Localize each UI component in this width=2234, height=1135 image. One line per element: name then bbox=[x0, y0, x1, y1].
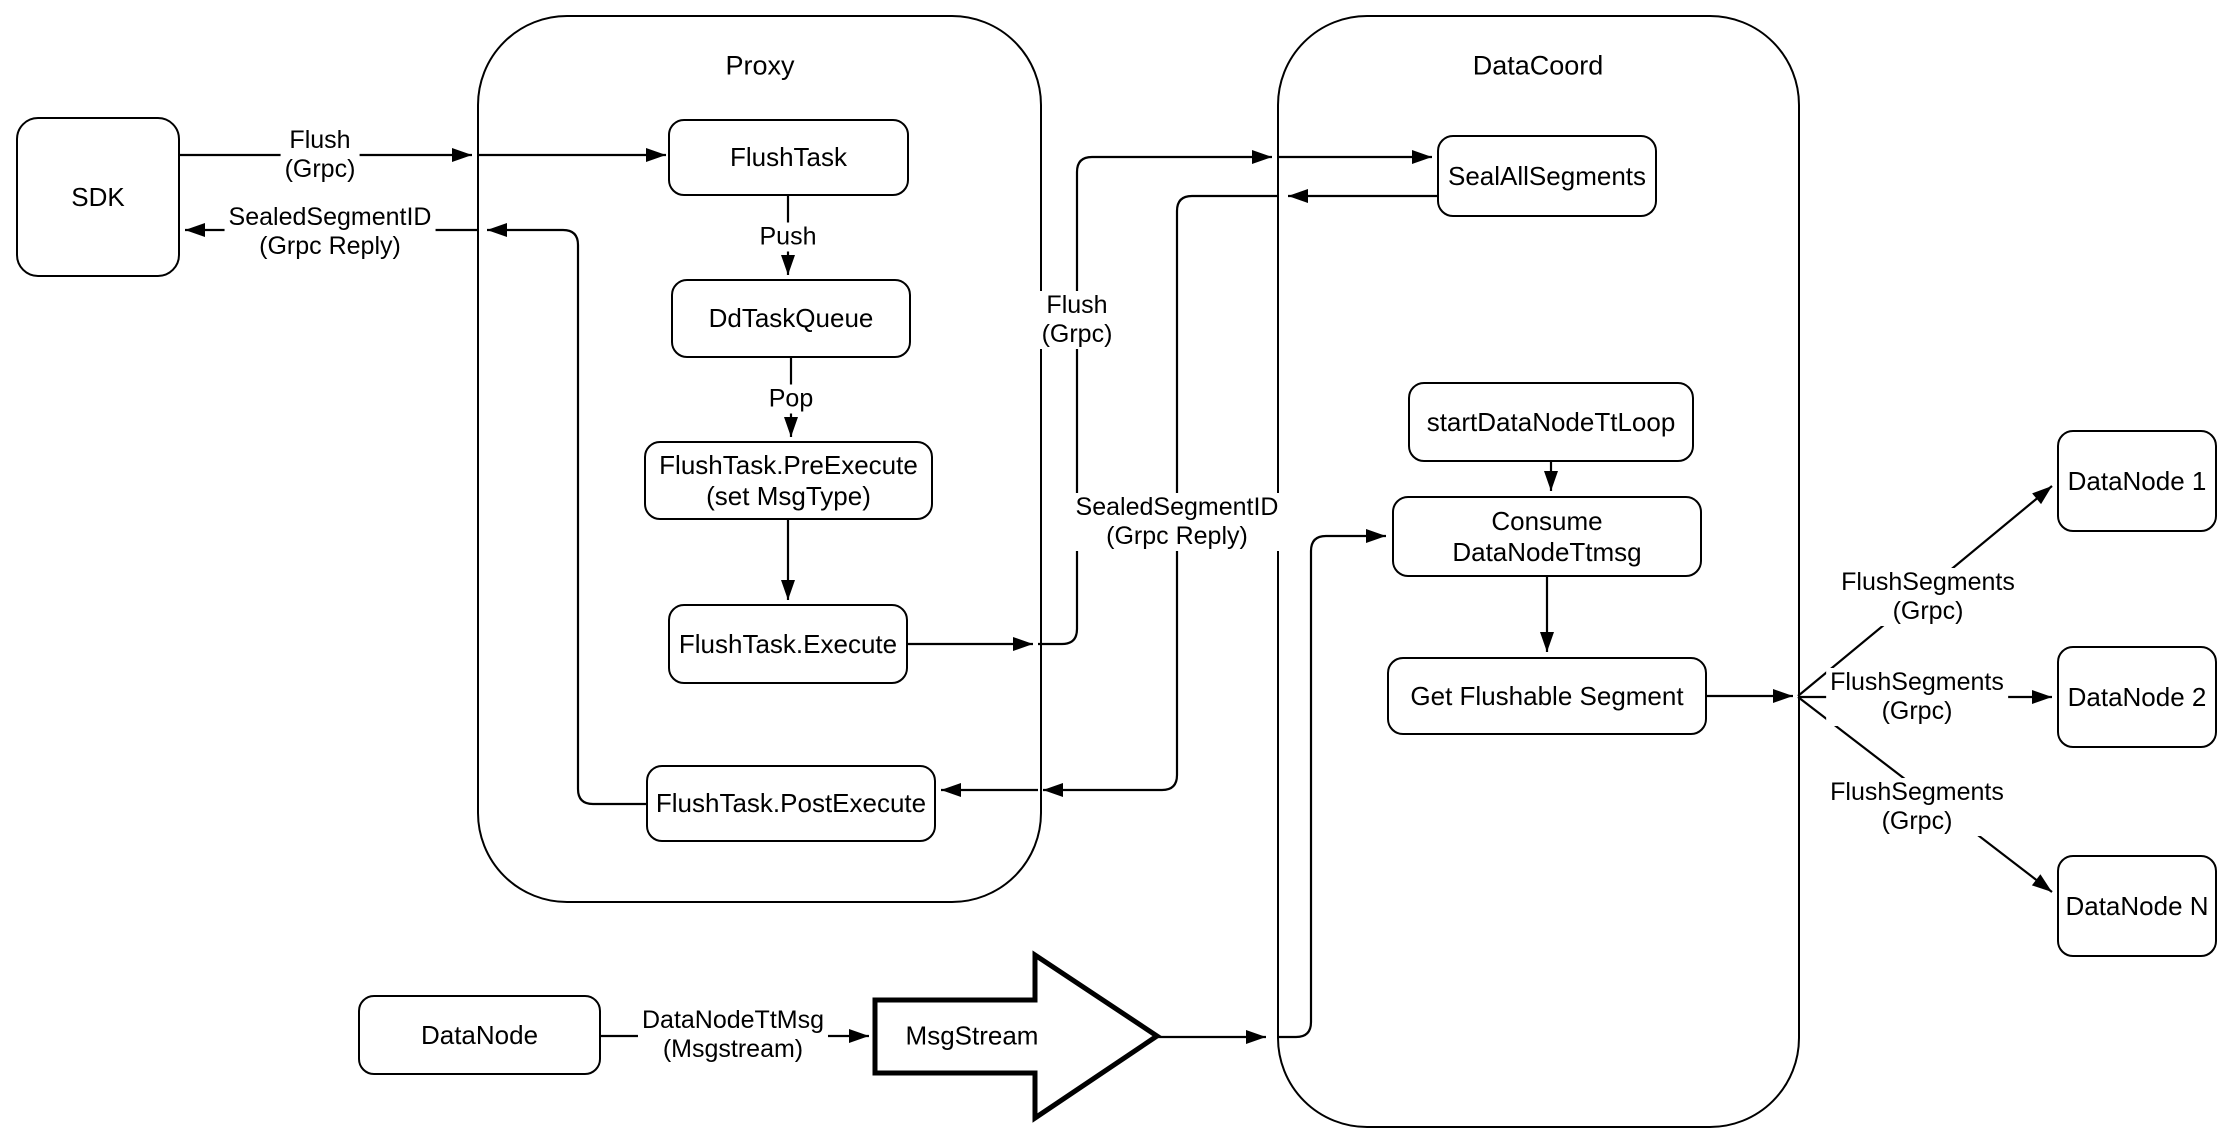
node-flushtask-preexecute: FlushTask.PreExecute (set MsgType) bbox=[644, 441, 933, 520]
edge-reply-postexecute-to-proxyedge bbox=[487, 223, 646, 806]
label-flush-grpc-mid: Flush (Grpc) bbox=[1037, 291, 1117, 349]
msgstream-block-arrow bbox=[872, 950, 1162, 1123]
label-sealedsegmentid-mid: SealedSegmentID (Grpc Reply) bbox=[1071, 493, 1283, 551]
label-flushsegments-2: FlushSegments (Grpc) bbox=[1826, 668, 2008, 726]
node-flushtask-postexecute: FlushTask.PostExecute bbox=[646, 765, 936, 842]
datacoord-container-title: DataCoord bbox=[1472, 50, 1604, 81]
node-get-flushable-segment: Get Flushable Segment bbox=[1387, 657, 1707, 735]
node-sealallsegments: SealAllSegments bbox=[1437, 135, 1657, 217]
node-datanode: DataNode bbox=[358, 995, 601, 1075]
proxy-container-title: Proxy bbox=[725, 50, 795, 81]
label-sealedsegmentid-sdk: SealedSegmentID (Grpc Reply) bbox=[224, 203, 436, 261]
node-flushtask: FlushTask bbox=[668, 119, 909, 196]
node-consume-datanodettmsg: Consume DataNodeTtmsg bbox=[1392, 496, 1702, 577]
label-pop: Pop bbox=[764, 384, 818, 414]
node-flushtask-execute: FlushTask.Execute bbox=[668, 604, 908, 684]
msgstream-label: MsgStream bbox=[905, 1020, 1039, 1051]
node-startdatanodettloop: startDataNodeTtLoop bbox=[1408, 382, 1694, 462]
label-flush-grpc-sdk: Flush (Grpc) bbox=[280, 126, 360, 184]
node-ddtaskqueue: DdTaskQueue bbox=[671, 279, 911, 358]
edge-ttmsg-to-consume bbox=[1277, 529, 1386, 1039]
node-datanode-2: DataNode 2 bbox=[2057, 646, 2217, 748]
node-sdk: SDK bbox=[16, 117, 180, 277]
label-flushsegments-1: FlushSegments (Grpc) bbox=[1837, 568, 2019, 626]
label-push: Push bbox=[755, 222, 821, 252]
label-flushsegments-3: FlushSegments (Grpc) bbox=[1826, 778, 2008, 836]
label-datanodettmsg: DataNodeTtMsg (Msgstream) bbox=[637, 1006, 829, 1064]
node-datanode-1: DataNode 1 bbox=[2057, 430, 2217, 532]
node-datanode-n: DataNode N bbox=[2057, 855, 2217, 957]
edge-flush-to-datacoord bbox=[1038, 150, 1272, 646]
